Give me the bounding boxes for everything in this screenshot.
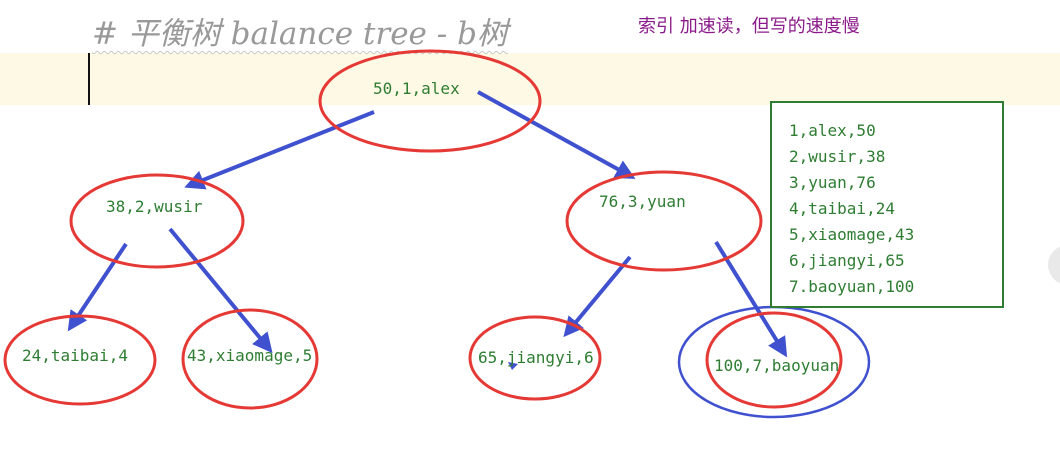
edge-right-rightleft	[563, 255, 632, 338]
edge-right-rightright	[714, 240, 788, 358]
page-heading: # 平衡树 balance tree - b树	[92, 16, 508, 52]
node-leftright-label: 43,xiaomage,5	[187, 346, 312, 365]
record-item: 6,jiangyi,65	[789, 251, 905, 270]
node-leftleft-label: 24,taibai,4	[22, 346, 128, 365]
node-left-label: 38,2,wusir	[106, 197, 203, 216]
edge-left-leftright	[168, 227, 273, 354]
edge-root-left	[184, 110, 375, 190]
node-rightright-circle	[705, 311, 843, 409]
records-box: 1,alex,50 2,wusir,38 3,yuan,76 4,taibai,…	[770, 101, 1004, 308]
edge-left-leftleft	[67, 242, 128, 332]
record-item: 3,yuan,76	[789, 173, 876, 192]
node-left-circle	[69, 173, 245, 269]
node-root-label: 50,1,alex	[373, 79, 460, 98]
record-item: 2,wusir,38	[789, 147, 886, 166]
node-root-circle	[318, 49, 542, 153]
small-arrow-tick	[508, 362, 518, 370]
side-scroll-handle[interactable]	[1048, 245, 1060, 285]
record-item: 4,taibai,24	[789, 199, 895, 218]
record-item: 1,alex,50	[789, 121, 876, 140]
tree-edges	[67, 90, 788, 370]
edge-root-right	[477, 90, 636, 179]
node-leftright-circle	[181, 308, 319, 410]
node-rightleft-label: 65,jiangyi,6	[478, 348, 594, 367]
node-leftleft-circle	[3, 314, 157, 406]
node-rightleft-circle	[468, 315, 602, 401]
record-item: 5,xiaomage,43	[789, 225, 915, 244]
record-item: 7.baoyuan,100	[789, 277, 915, 296]
tree-labels: 50,1,alex 38,2,wusir 76,3,yuan 24,taibai…	[22, 79, 839, 375]
tree-nodes	[3, 49, 871, 419]
node-right-label: 76,3,yuan	[599, 192, 686, 211]
node-rightright-label: 100,7,baoyuan	[714, 356, 839, 375]
index-note: 索引 加速读，但写的速度慢	[638, 16, 860, 37]
text-cursor	[88, 53, 90, 105]
node-right-circle	[565, 170, 763, 272]
